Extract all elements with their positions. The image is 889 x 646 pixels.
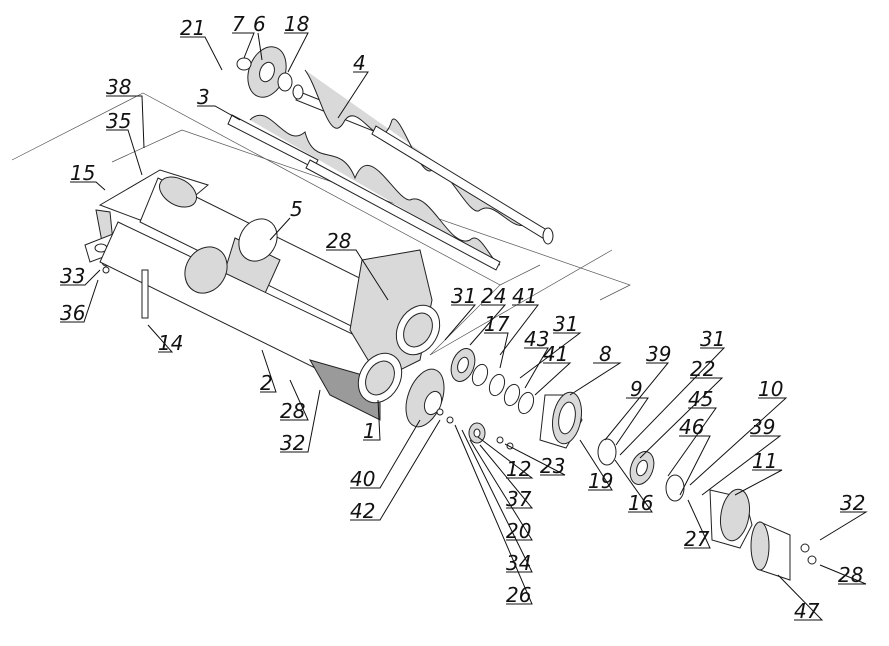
end-flange-1 bbox=[357, 352, 445, 428]
bolt-14 bbox=[141, 269, 149, 319]
callout-21: 21 bbox=[180, 16, 205, 40]
callout-17: 17 bbox=[484, 312, 510, 336]
gearbox-housing-8 bbox=[539, 391, 583, 449]
callout-1: 1 bbox=[363, 419, 376, 443]
callout-10: 10 bbox=[758, 377, 783, 401]
callout-19: 19 bbox=[588, 469, 613, 493]
callout-35: 35 bbox=[106, 109, 131, 133]
end-flange-28 bbox=[349, 249, 441, 381]
top-bearing-cap bbox=[236, 46, 304, 100]
callout-38: 38 bbox=[106, 75, 131, 99]
callout-16: 16 bbox=[628, 491, 653, 515]
callout-22: 22 bbox=[690, 357, 715, 381]
coupling-47 bbox=[750, 521, 817, 581]
callout-41: 41 bbox=[512, 284, 537, 308]
callout-31: 31 bbox=[451, 284, 476, 308]
upper-tube-5 bbox=[139, 176, 421, 351]
callout-23: 23 bbox=[540, 454, 565, 478]
callout-6: 6 bbox=[253, 12, 266, 36]
callout-43: 43 bbox=[524, 327, 549, 351]
callout-28: 28 bbox=[326, 229, 351, 253]
callout-12: 12 bbox=[506, 457, 531, 481]
callout-41: 41 bbox=[543, 342, 568, 366]
callout-5: 5 bbox=[290, 197, 303, 221]
lower-tube-2 bbox=[99, 221, 391, 421]
callout-32: 32 bbox=[280, 431, 305, 455]
callout-27: 27 bbox=[684, 527, 710, 551]
callout-labels: 21 7 6 18 4 3 38 35 15 5 28 33 36 14 31 … bbox=[60, 12, 865, 623]
end-cover-11 bbox=[709, 488, 753, 549]
callout-39: 39 bbox=[646, 342, 671, 366]
callout-8: 8 bbox=[599, 342, 612, 366]
auger-shaft-4 bbox=[295, 69, 554, 245]
callout-42: 42 bbox=[350, 499, 375, 523]
callout-40: 40 bbox=[350, 467, 375, 491]
callout-20: 20 bbox=[506, 519, 531, 543]
callout-34: 34 bbox=[506, 551, 531, 575]
callout-32: 32 bbox=[840, 491, 865, 515]
callout-18: 18 bbox=[284, 12, 309, 36]
callout-31: 31 bbox=[700, 327, 725, 351]
callout-9: 9 bbox=[630, 377, 643, 401]
callout-24: 24 bbox=[481, 284, 506, 308]
callout-26: 26 bbox=[506, 583, 531, 607]
callout-7: 7 bbox=[232, 12, 245, 36]
callout-31: 31 bbox=[553, 312, 578, 336]
callout-14: 14 bbox=[158, 331, 183, 355]
callout-37: 37 bbox=[506, 487, 532, 511]
callout-33: 33 bbox=[60, 264, 85, 288]
bearing-stack bbox=[450, 348, 535, 415]
callout-46: 46 bbox=[679, 415, 704, 439]
callout-28: 28 bbox=[280, 399, 305, 423]
callout-28: 28 bbox=[838, 563, 863, 587]
callout-2: 2 bbox=[260, 371, 273, 395]
callout-45: 45 bbox=[688, 387, 713, 411]
callout-47: 47 bbox=[794, 599, 820, 623]
callout-39: 39 bbox=[750, 415, 775, 439]
callout-15: 15 bbox=[70, 161, 95, 185]
callout-3: 3 bbox=[197, 85, 210, 109]
callout-4: 4 bbox=[353, 51, 366, 75]
callout-11: 11 bbox=[752, 449, 777, 473]
sprocket-group bbox=[597, 438, 685, 502]
fastener-group bbox=[436, 408, 514, 450]
callout-leader-lines bbox=[60, 32, 868, 621]
callout-36: 36 bbox=[60, 301, 85, 325]
auger-shaft-3 bbox=[227, 114, 501, 271]
